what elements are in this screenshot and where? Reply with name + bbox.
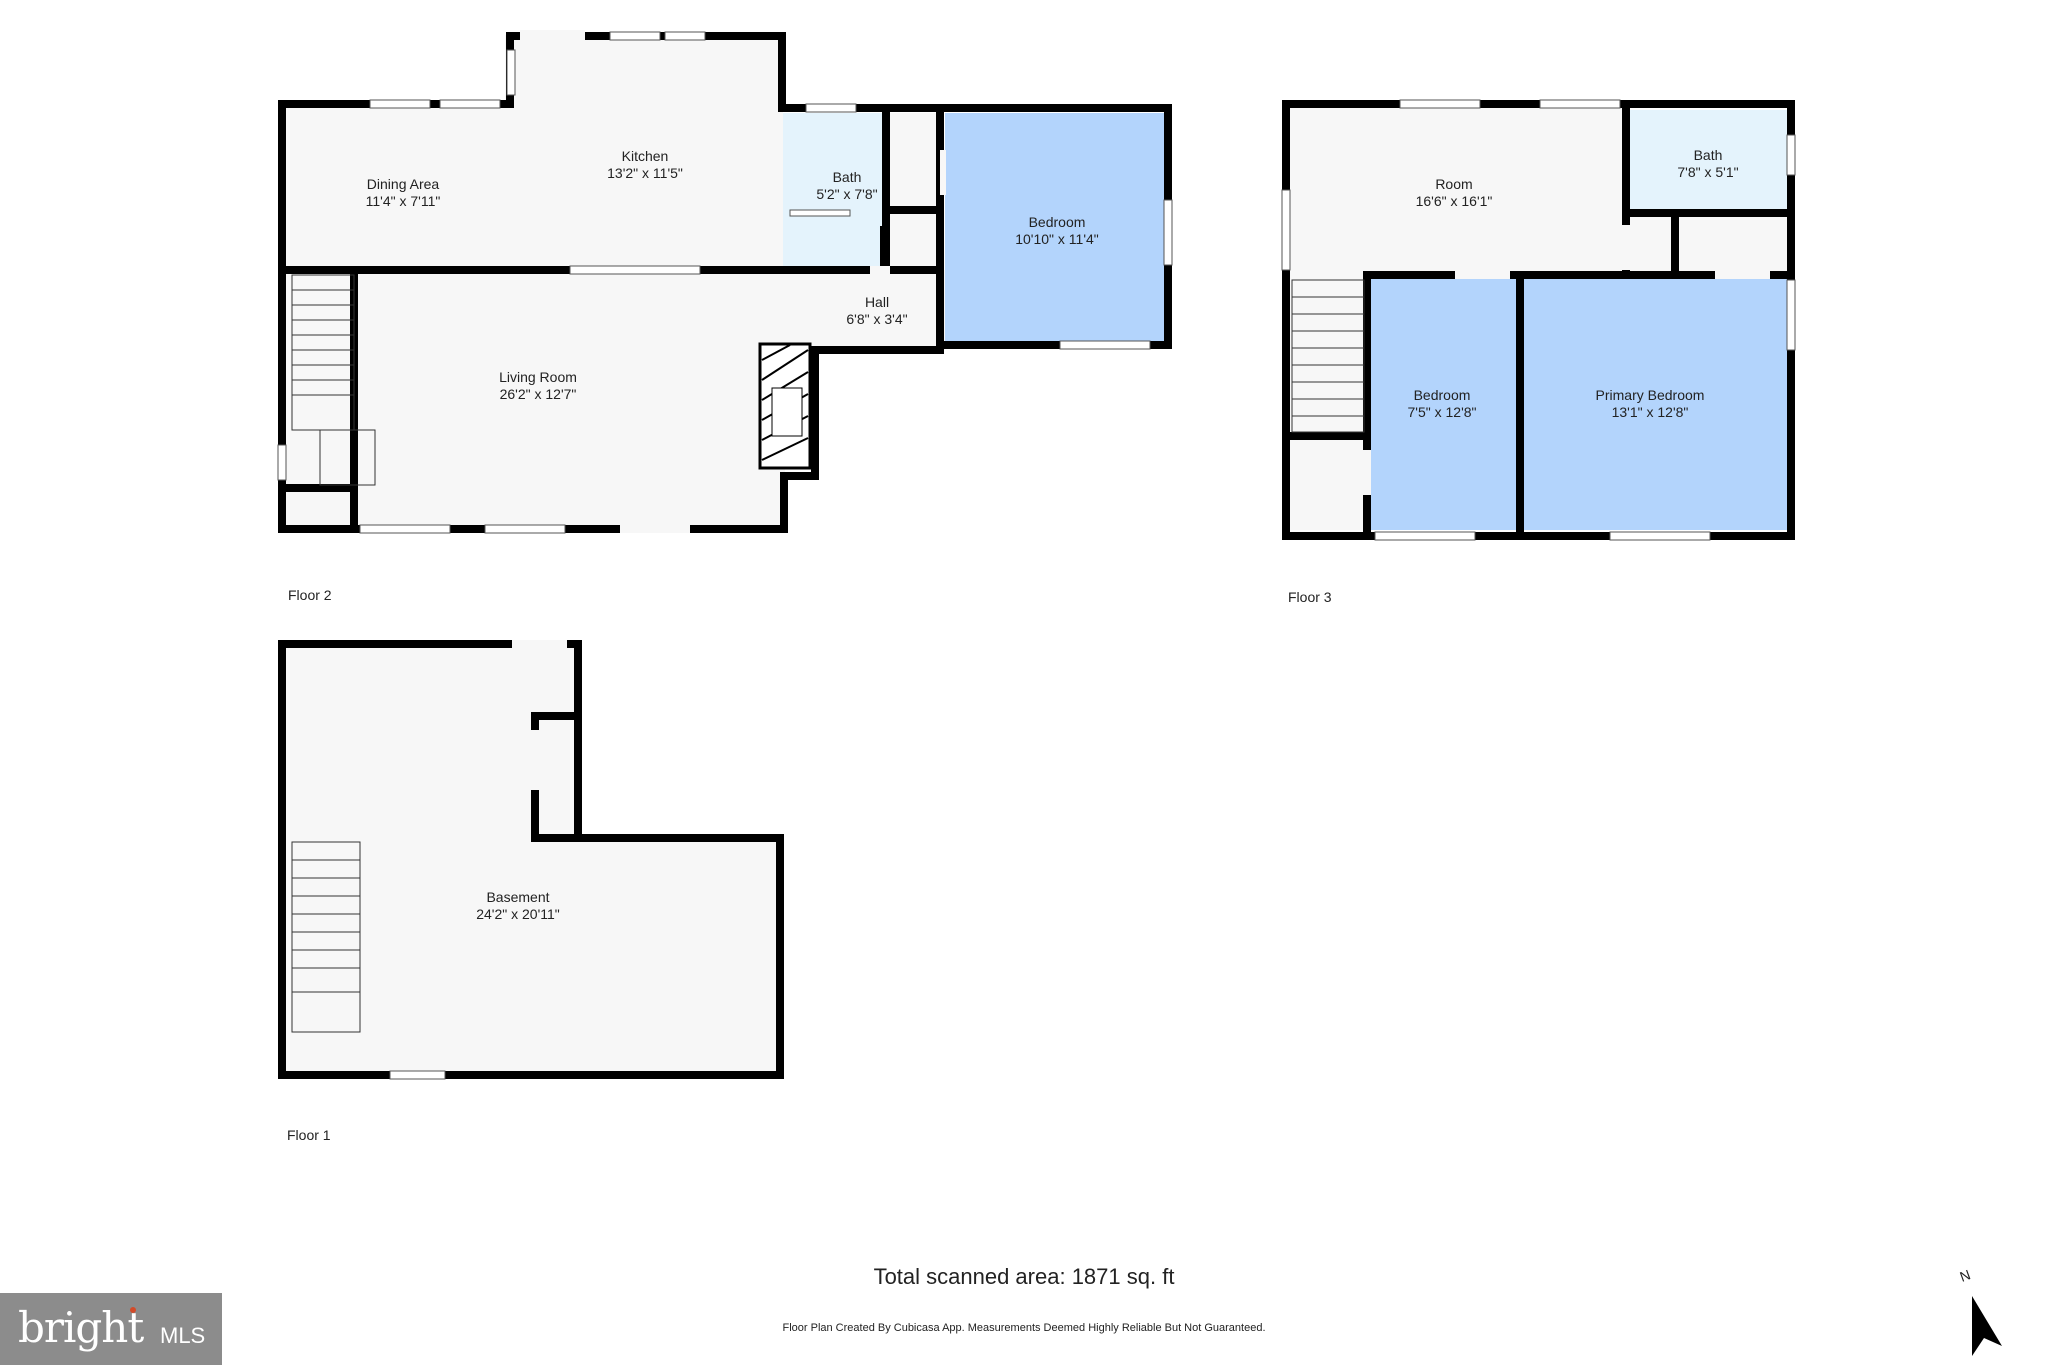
floor-label-3: Floor 3: [1288, 589, 1332, 605]
logo-dot-icon: [130, 1307, 136, 1313]
floor-1-windows: [389, 1070, 446, 1080]
room-dim-kitchen: 13'2" x 11'5": [607, 165, 683, 181]
room-dim-living-room: 26'2" x 12'7": [500, 386, 577, 402]
room-dim-bedroom-2: 7'5" x 12'8": [1408, 404, 1477, 420]
room-dim-bath-1: 5'2" x 7'8": [816, 186, 877, 202]
room-dim-bedroom-1: 10'10" x 11'4": [1015, 231, 1099, 247]
disclaimer-text: Floor Plan Created By Cubicasa App. Meas…: [782, 1322, 1266, 1334]
room-dim-dining-area: 11'4" x 7'11": [366, 193, 441, 209]
floor-3-plan: Room 16'6" x 16'1" Bath 7'8" x 5'1" Bedr…: [1281, 99, 1796, 605]
room-name-bedroom-2: Bedroom: [1414, 387, 1471, 403]
room-name-primary-bedroom: Primary Bedroom: [1596, 387, 1705, 403]
floor-1-doors: [512, 640, 567, 790]
floor-2-windows: [277, 31, 1173, 534]
bright-mls-logo: bright MLS: [0, 1293, 222, 1365]
closet-floor: [890, 113, 940, 270]
bedroom-2-floor: [1367, 275, 1517, 530]
stair-area-floor: [1285, 275, 1365, 530]
room-name-basement: Basement: [486, 889, 549, 905]
logo-mls-text: MLS: [160, 1323, 206, 1348]
north-arrow-icon: N: [1958, 1266, 2002, 1356]
primary-bedroom-floor: [1523, 275, 1788, 530]
room-name-room: Room: [1435, 176, 1472, 192]
living-room-floor: [285, 270, 785, 530]
room-name-hall: Hall: [865, 294, 889, 310]
room-name-bath-2: Bath: [1694, 147, 1723, 163]
bath-2-floor: [1628, 110, 1790, 210]
room-dim-room: 16'6" x 16'1": [1416, 193, 1493, 209]
room-dim-basement: 24'2" x 20'11": [476, 906, 560, 922]
room-dim-primary-bedroom: 13'1" x 12'8": [1612, 404, 1689, 420]
floor-3-stairs-icon: [1291, 279, 1365, 433]
floor-2-stairs-icon: [291, 274, 376, 486]
logo-brand-text: bright: [18, 1303, 144, 1352]
room-name-bath-1: Bath: [833, 169, 862, 185]
bath-1-floor: [783, 113, 885, 270]
floor-2-plan: Kitchen 13'2" x 11'5" Dining Area 11'4" …: [277, 30, 1173, 603]
bath-fixture-icon: [789, 209, 851, 217]
compass-arrow: [1972, 1296, 2002, 1356]
floor-label-1: Floor 1: [287, 1127, 331, 1143]
hall-floor: [780, 270, 945, 350]
floor-label-2: Floor 2: [288, 587, 332, 603]
room-dim-hall: 6'8" x 3'4": [846, 311, 907, 327]
closet-2-floor: [1628, 215, 1790, 275]
kitchen-floor: [505, 35, 783, 270]
floor-3-windows: [1281, 99, 1796, 541]
bedroom-1-floor: [945, 113, 1165, 341]
room-floor: [1285, 105, 1625, 275]
compass-label: N: [1958, 1266, 1973, 1284]
floor-2-doors: [520, 30, 946, 533]
fireplace-icon: [758, 342, 812, 470]
room-name-bedroom-1: Bedroom: [1029, 214, 1086, 230]
floor-1-plan: Basement 24'2" x 20'11" Floor 1: [278, 640, 784, 1143]
room-dim-bath-2: 7'8" x 5'1": [1677, 164, 1738, 180]
room-name-dining-area: Dining Area: [367, 176, 440, 192]
dining-area-floor: [285, 105, 510, 270]
basement-floor-lower: [575, 840, 777, 1073]
floor-1-stairs-icon: [291, 841, 361, 1033]
room-name-kitchen: Kitchen: [622, 148, 669, 164]
total-scanned-area: Total scanned area: 1871 sq. ft: [873, 1264, 1175, 1289]
room-name-living-room: Living Room: [499, 369, 577, 385]
floor-3-doors: [1363, 225, 1770, 495]
